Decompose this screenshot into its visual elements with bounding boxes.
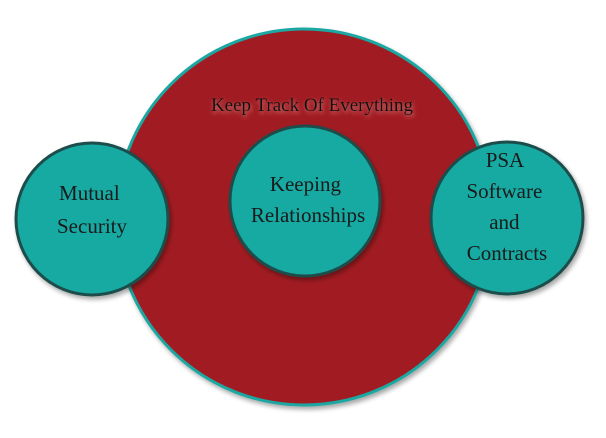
left-circle-line: Mutual	[59, 181, 120, 205]
left-circle	[14, 141, 170, 297]
center-circle-label: Keeping Relationships	[251, 172, 365, 227]
center-circle-line: Relationships	[251, 203, 365, 227]
center-circle-line: Keeping	[270, 172, 342, 196]
right-circle	[429, 140, 585, 296]
right-circle-label: PSA Software and Contracts	[466, 148, 547, 265]
right-circle-line: and	[489, 210, 520, 234]
left-circle-label: Mutual Security	[57, 181, 127, 238]
right-circle-line: Contracts	[467, 241, 547, 265]
right-circle-line: Software	[466, 179, 542, 203]
center-circle	[228, 124, 382, 278]
left-circle-line: Security	[57, 214, 127, 238]
right-circle-line: PSA	[486, 148, 525, 172]
diagram-title: Keep Track Of Everything	[211, 95, 414, 116]
